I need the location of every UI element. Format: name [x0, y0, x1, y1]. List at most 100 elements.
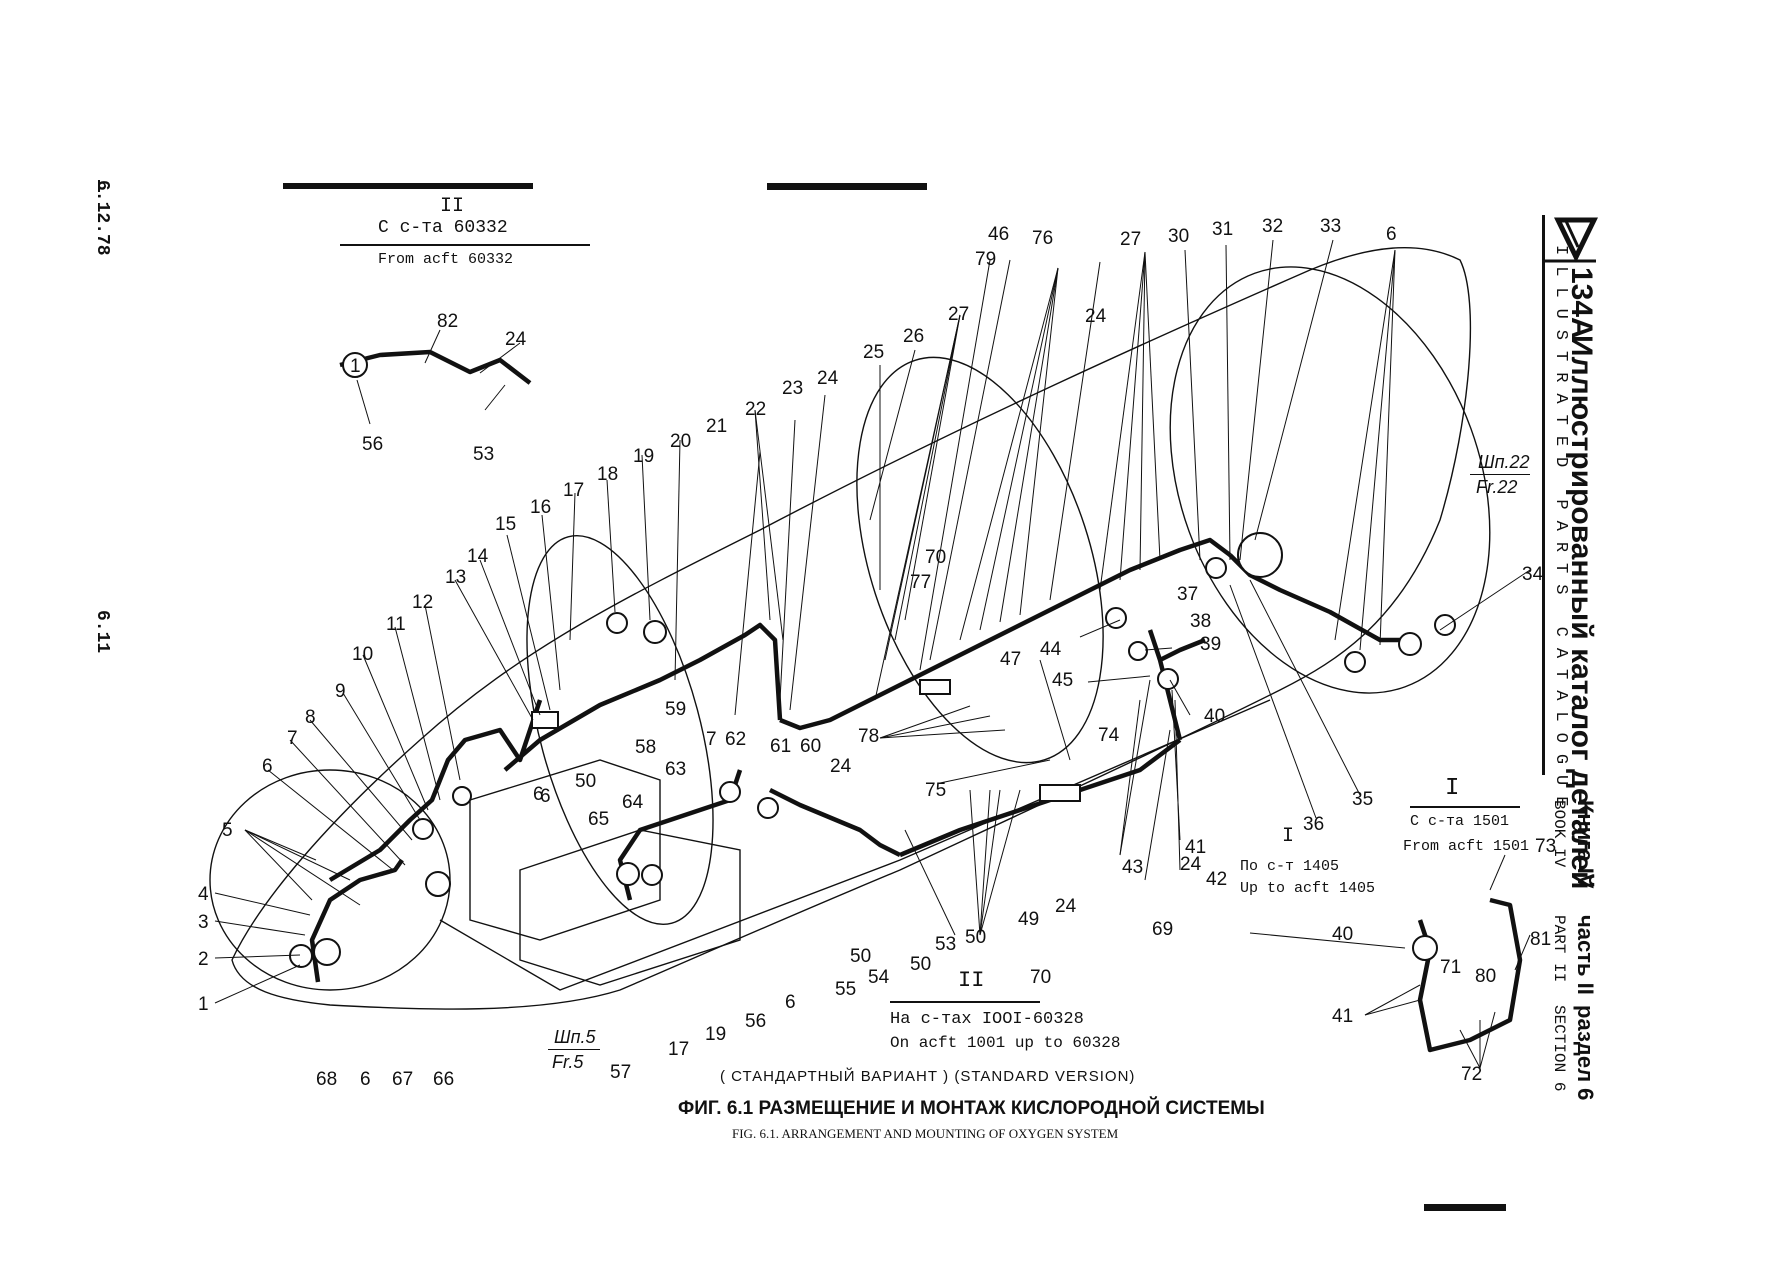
pipe-upper-run: [779, 537, 1232, 731]
mask-64: [641, 864, 663, 886]
fuselage-outline: [231, 247, 1472, 1010]
mid-frame-2: [856, 356, 1104, 764]
callout-3: 3: [198, 912, 209, 933]
callout-19a: 19: [633, 446, 654, 467]
callout-38: 38: [1190, 611, 1211, 632]
callout-50b: 50: [575, 771, 596, 792]
callout-9: 9: [335, 681, 346, 702]
callout-24e: 24: [1180, 854, 1202, 875]
callout-27b: 27: [1120, 229, 1141, 250]
inset-top-rule: [340, 244, 590, 246]
callout-35: 35: [1352, 789, 1373, 810]
callout-27a: 27: [948, 304, 969, 325]
figure-title-ru: ФИГ. 6.1 РАЗМЕЩЕНИЕ И МОНТАЖ КИСЛОРОДНОЙ…: [678, 1098, 1265, 1119]
callout-53: 53: [935, 934, 956, 955]
callout-40: 40: [1204, 706, 1225, 727]
inset-right-roman: I: [1445, 775, 1460, 802]
callout-19b: 19: [705, 1024, 726, 1045]
mid-frame-1: [526, 535, 714, 925]
regulator-66: [425, 871, 451, 897]
callout-11: 11: [386, 614, 406, 635]
callout-63: 63: [665, 759, 686, 780]
callout-66: 66: [433, 1069, 454, 1090]
callout-70a: 70: [925, 547, 946, 568]
callout-36: 36: [1303, 814, 1324, 835]
oxygen-mask-1: [289, 944, 313, 968]
callout-24a: 24: [817, 368, 839, 389]
callout-78: 78: [858, 726, 879, 747]
callout-50c: 50: [910, 954, 931, 975]
callout-25: 25: [863, 342, 884, 363]
callout-34: 34: [1522, 564, 1544, 585]
callout-77: 77: [910, 572, 931, 593]
callout-32: 32: [1262, 216, 1283, 237]
inset-right-bottle: [1412, 935, 1438, 961]
callout-69: 69: [1152, 919, 1173, 940]
callout-33: 33: [1320, 216, 1341, 237]
callout-14: 14: [467, 546, 489, 567]
inset-bottom-roman: II: [958, 968, 985, 993]
pipe-cockpit: [309, 858, 404, 983]
box-13: [531, 711, 559, 729]
callout-30: 30: [1168, 226, 1189, 247]
callout-59: 59: [665, 699, 686, 720]
frame-22-label: Шп.22: [1478, 452, 1530, 472]
callout-79: 79: [975, 249, 996, 270]
callout-2: 2: [198, 949, 209, 970]
callout-73: 73: [1535, 836, 1556, 857]
callout-55: 55: [835, 979, 856, 1000]
variant-caption: ( СТАНДАРТНЫЙ ВАРИАНТ ) (STANDARD VERSIO…: [720, 1068, 1136, 1085]
callout-24b: 24: [1085, 306, 1107, 327]
pipe-top-inset: [339, 349, 532, 385]
callout-39: 39: [1200, 634, 1221, 655]
callout-81: 81: [1530, 929, 1551, 950]
callout-57: 57: [610, 1062, 631, 1083]
inset-right-rule: [1410, 806, 1520, 808]
callout-6c: 6: [533, 784, 544, 805]
callout-16: 16: [530, 497, 551, 518]
top-bar-left: [283, 183, 533, 189]
callout-53-inset: 53: [473, 444, 494, 465]
pipe-aft-lower: [1158, 637, 1206, 663]
callout-46: 46: [988, 224, 1009, 245]
callout-42: 42: [1206, 869, 1227, 890]
bottle-32: [1237, 532, 1283, 578]
callout-23: 23: [782, 378, 803, 399]
callout-64: 64: [622, 792, 644, 813]
callout-15: 15: [495, 514, 516, 535]
inset-top-roman: II: [440, 195, 465, 218]
callout-12: 12: [412, 592, 433, 613]
top-bar-mid: [767, 183, 927, 190]
callout-43: 43: [1122, 857, 1143, 878]
valve-37: [1105, 607, 1127, 629]
inset-right-ru: С с-та 1501: [1410, 813, 1510, 830]
inset-top-bottle: [342, 352, 368, 378]
inset-bottom-ru: На с-тах IOOI-60328: [890, 1010, 1084, 1029]
callout-50a: 50: [965, 927, 986, 948]
callout-4: 4: [198, 884, 209, 905]
callout-56-inset: 56: [362, 434, 383, 455]
callout-1: 1: [198, 994, 209, 1015]
callout-67: 67: [392, 1069, 413, 1090]
margin-dash: [98, 180, 100, 192]
callout-74: 74: [1098, 725, 1120, 746]
inset-right-en: From acft 1501: [1403, 838, 1530, 855]
pipe-main-fwd: [503, 622, 783, 772]
inset-top-en: From acft 60332: [378, 251, 514, 268]
frame-22-rule: [1470, 474, 1530, 475]
pipe-right-inset: [1417, 897, 1523, 1053]
regulator-9: [412, 818, 434, 840]
bottom-bar-right: [1424, 1204, 1506, 1211]
frame-5-rule: [548, 1049, 600, 1050]
callout-18: 18: [597, 464, 618, 485]
callout-6a: 6: [262, 756, 273, 777]
regulator-12: [452, 786, 472, 806]
callout-24d: 24: [1055, 896, 1077, 917]
callout-80: 80: [1475, 966, 1496, 987]
callout-45: 45: [1052, 670, 1073, 691]
inset-bottom-en: On acft 1001 up to 60328: [890, 1034, 1121, 1052]
frame-22-label-en: Fr.22: [1476, 477, 1518, 497]
callout-17a: 17: [563, 480, 584, 501]
callout-49: 49: [1018, 909, 1039, 930]
callout-40-inset: 40: [1332, 924, 1353, 945]
